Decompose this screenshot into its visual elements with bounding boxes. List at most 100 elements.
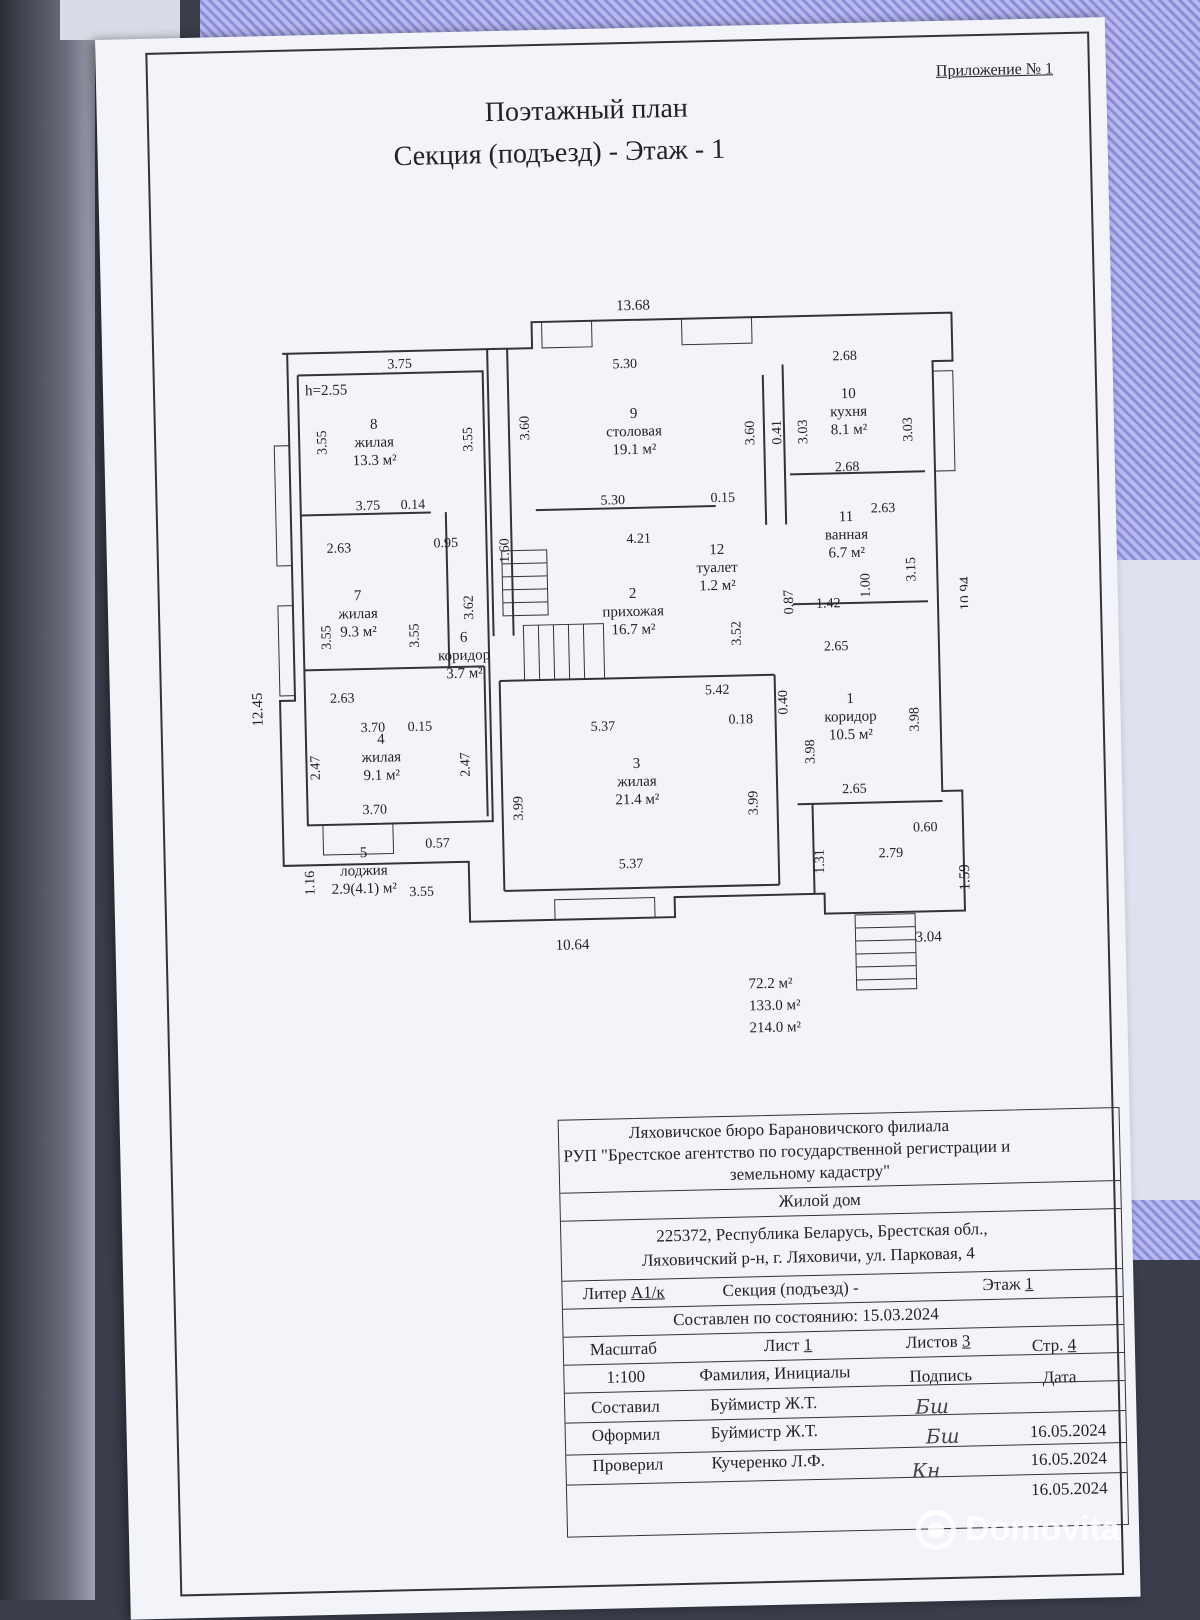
room-6-num: 6	[460, 630, 468, 646]
watermark-text: Domovita	[965, 1510, 1120, 1548]
room-3-name: жилая	[616, 773, 657, 790]
signature-3: Кн	[911, 1458, 941, 1483]
area-totals: 72.2 м² 133.0 м² 214.0 м²	[748, 972, 801, 1039]
dim: 1.16	[303, 871, 319, 896]
room-12-area: 1.2 м²	[699, 578, 736, 595]
room-3-area: 21.4 м²	[615, 791, 660, 808]
floor-label: Этаж 1	[982, 1274, 1034, 1295]
name-formatted: Буймистр Ж.Т.	[710, 1420, 819, 1443]
dim: 3.55	[319, 625, 335, 650]
watermark-logo-dot	[928, 1522, 944, 1538]
sheets-label: Листов 3	[905, 1331, 971, 1352]
dim: 4.21	[626, 532, 651, 548]
dim: 0.57	[425, 836, 450, 852]
role-compiled: Составил	[590, 1396, 660, 1418]
room-5-num: 5	[360, 845, 368, 861]
dim: 3.99	[511, 796, 527, 821]
address-line-1: 225372, Республика Беларусь, Брестская о…	[656, 1219, 988, 1246]
dim: 3.60	[518, 416, 534, 441]
org-line-3: земельному кадастру"	[729, 1161, 891, 1184]
room-10-area: 8.1 м²	[831, 422, 868, 439]
signature-1: Бш	[914, 1393, 950, 1419]
room-10-num: 10	[841, 386, 856, 402]
sheet-label: Лист 1	[763, 1335, 813, 1356]
title-block: Ляховичское бюро Барановичского филиала …	[557, 1107, 1129, 1538]
room-5-area: 2.9(4.1) м²	[332, 880, 398, 897]
dim: 2.63	[330, 691, 355, 707]
date-formatted: 16.05.2024	[1029, 1420, 1107, 1442]
area-total-general: 133.0 м²	[748, 997, 801, 1015]
plan-walls	[279, 311, 966, 923]
dim: 3.75	[387, 357, 412, 373]
dim: 5.30	[612, 357, 637, 373]
room-9-area: 19.1 м²	[612, 441, 657, 458]
date-extra: 16.05.2024	[1030, 1478, 1108, 1500]
dim: 0.14	[400, 498, 425, 514]
room-3-num: 3	[633, 756, 641, 772]
room-8-area: 13.3 м²	[352, 452, 397, 469]
dim: 2.68	[835, 460, 860, 476]
dim: 2.47	[308, 756, 324, 781]
room-4-num: 4	[377, 732, 385, 748]
dim: 3.55	[315, 430, 331, 455]
room-11-name: ванная	[825, 527, 869, 544]
role-formatted: Оформил	[591, 1424, 661, 1446]
dim: 0.95	[433, 536, 458, 552]
dim: 5.42	[705, 683, 730, 699]
room-9-num: 9	[630, 406, 638, 422]
date-checked: 16.05.2024	[1030, 1448, 1108, 1470]
dim: 3.55	[461, 427, 477, 452]
dim: 3.60	[743, 421, 759, 446]
dim: 3.70	[362, 803, 387, 819]
floor-plan: 13.68 10.64 12.45 10.94 3.04 1.59 h=2.55…	[250, 297, 974, 991]
dim: 2.63	[871, 501, 896, 517]
dim: 3.62	[462, 595, 478, 620]
ceiling-height: h=2.55	[305, 382, 348, 399]
dim-porch-height: 1.59	[957, 864, 974, 891]
section-label: Секция (подъезд) -	[722, 1277, 859, 1301]
dim: 3.55	[409, 885, 434, 901]
room-10-name: кухня	[830, 404, 867, 421]
appendix-label: Приложение № 1	[935, 60, 1054, 80]
room-1-area: 10.5 м²	[829, 727, 874, 744]
room-11-area: 6.7 м²	[828, 545, 865, 562]
scale-value: 1:100	[606, 1366, 646, 1387]
room-9-name: столовая	[606, 423, 662, 440]
dim: 5.30	[600, 493, 625, 509]
dim: 3.70	[361, 721, 386, 737]
col-name-header: Фамилия, Инициалы	[699, 1362, 851, 1385]
dim: 2.63	[326, 541, 351, 557]
dim: 2.65	[842, 782, 867, 798]
dim: 3.03	[901, 417, 917, 442]
dim: 2.68	[832, 349, 857, 365]
dim: 5.37	[591, 719, 616, 735]
page-title: Поэтажный план	[484, 92, 689, 129]
signature-2: Бш	[925, 1423, 960, 1449]
dim: 3.98	[907, 707, 923, 732]
dim-porch-width: 3.04	[915, 929, 942, 946]
dim: 1.42	[816, 596, 841, 612]
room-5-name: лоджия	[340, 863, 388, 880]
dim: 0.40	[776, 690, 792, 715]
room-7-name: жилая	[337, 606, 378, 623]
dim: 2.79	[878, 846, 903, 862]
scale-label: Масштаб	[589, 1338, 658, 1360]
room-1-name: коридор	[824, 708, 877, 725]
dimension-labels: 3.75 3.55 3.55 5.30 3.60 3.60 2.68 0.41 …	[303, 349, 938, 901]
state-label: Составлен по состоянию: 15.03.2024	[672, 1304, 939, 1330]
folder-edge	[60, 0, 180, 40]
dim: 1.00	[858, 573, 874, 598]
dim: 3.75	[355, 499, 380, 515]
dim: 2.65	[824, 639, 849, 655]
room-2-num: 2	[629, 586, 637, 602]
address-line-2: Ляховичский р-н, г. Ляховичи, ул. Парков…	[641, 1243, 976, 1270]
dim: 0.15	[710, 491, 735, 507]
dim: 3.03	[796, 419, 812, 444]
room-labels: 8 жилая 13.3 м² 9 столовая 19.1 м² 10 ку…	[332, 386, 877, 898]
dim: 3.15	[904, 557, 920, 582]
page-subtitle: Секция (подъезд) - Этаж - 1	[393, 133, 726, 173]
desk-background	[0, 0, 95, 1600]
room-7-num: 7	[354, 588, 362, 604]
area-total-building: 214.0 м²	[749, 1019, 802, 1037]
dim-left-height: 12.45	[250, 693, 267, 727]
